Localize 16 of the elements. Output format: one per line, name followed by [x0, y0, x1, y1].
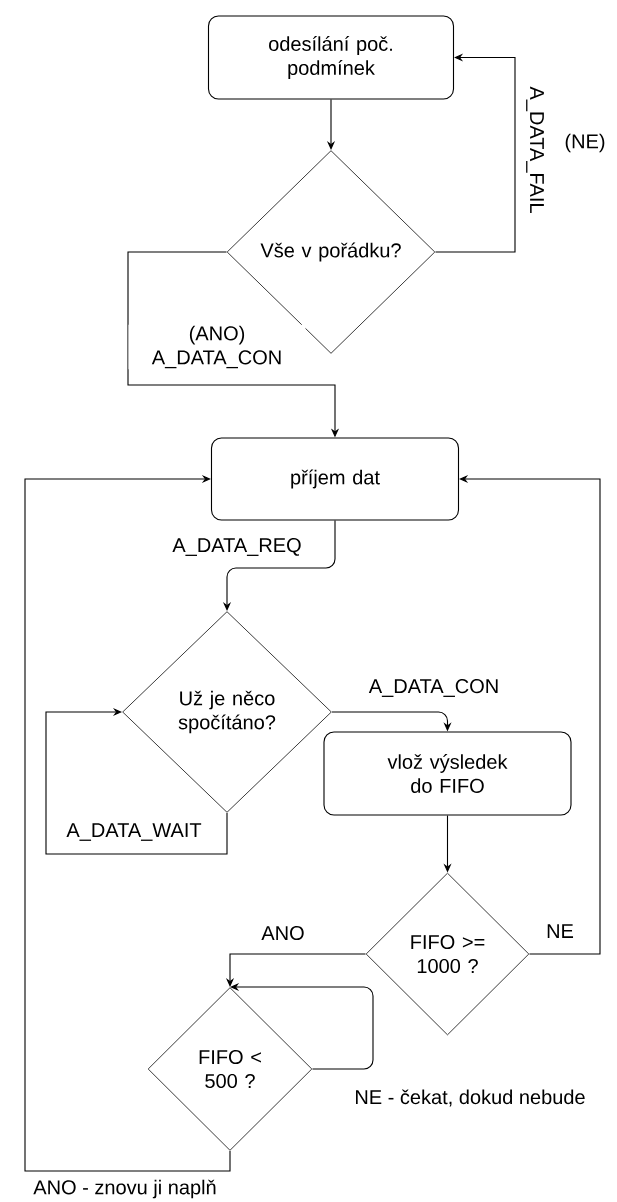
- process-box: vlož výsledek do FIFO: [323, 731, 572, 816]
- process-box: odesílání poč. podmínek: [207, 15, 455, 100]
- edge-label: ANO - znovu ji naplň: [32, 1178, 218, 1200]
- edge-label: NE - čekat, dokud nebude: [353, 1088, 587, 1108]
- arrow: [24, 474, 231, 1172]
- edge-label: (ANO) A_DATA_CON: [128, 324, 306, 370]
- edge-label: ANO: [260, 924, 306, 942]
- branch-label: (NE): [565, 133, 605, 153]
- edge-label: NE: [545, 923, 575, 939]
- edge-label: A_DATA_FAIL: [525, 85, 545, 215]
- arrow: [230, 983, 374, 1070]
- edge-label: A_DATA_WAIT: [65, 822, 203, 842]
- arrow: [45, 707, 228, 855]
- edge-label: A_DATA_CON: [367, 678, 501, 698]
- edge-label: A_DATA_REQ: [171, 537, 303, 557]
- process-box: příjem dat: [210, 437, 460, 521]
